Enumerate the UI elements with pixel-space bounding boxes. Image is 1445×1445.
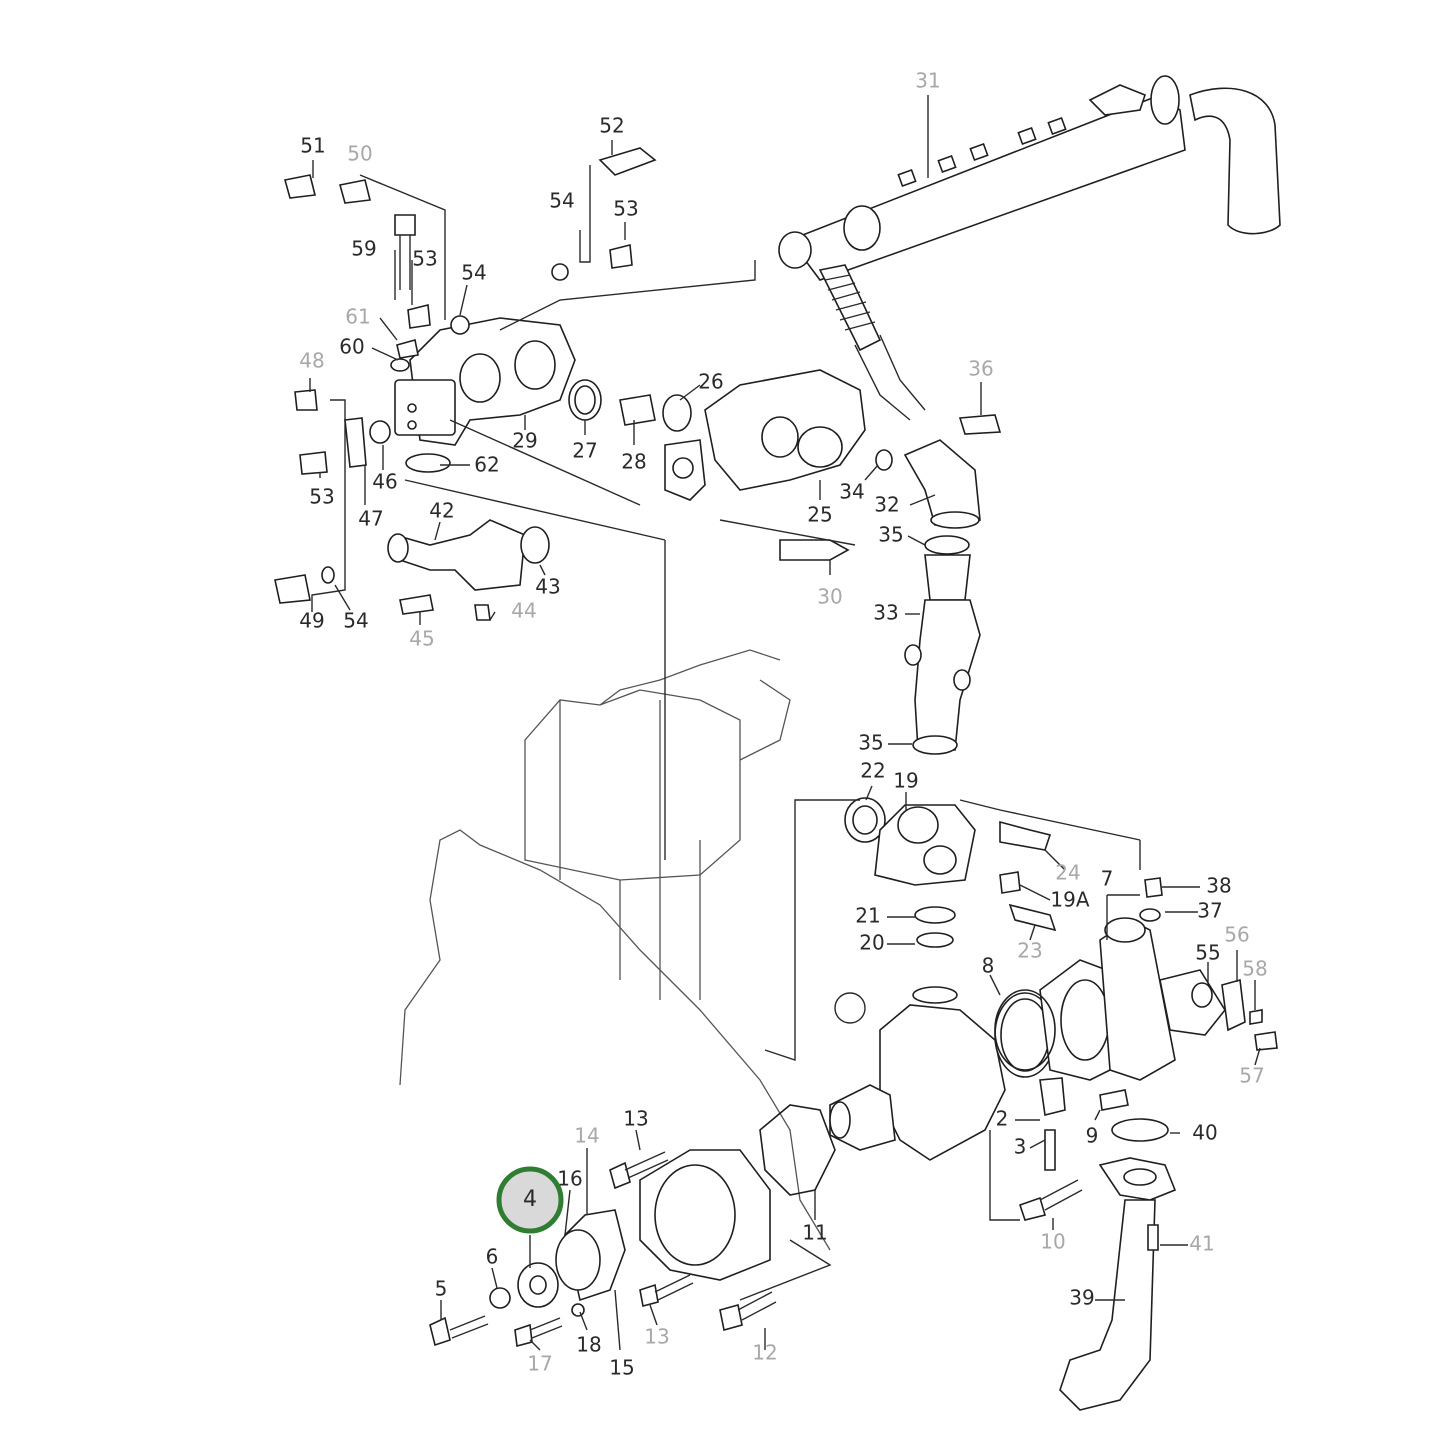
upper-seals bbox=[405, 379, 893, 473]
callout-label-13a: 13 bbox=[623, 1107, 648, 1131]
callout-label-7: 7 bbox=[1101, 867, 1114, 891]
callout-label-44: 44 bbox=[511, 599, 536, 623]
callout-label-31: 31 bbox=[915, 69, 940, 93]
callout-label-54c: 54 bbox=[343, 609, 368, 633]
callout-label-23: 23 bbox=[1017, 939, 1042, 963]
callout-label-48: 48 bbox=[299, 349, 324, 373]
callout-label-53a: 53 bbox=[613, 197, 638, 221]
callout-label-18: 18 bbox=[576, 1333, 601, 1357]
coolant-pipe-33 bbox=[904, 535, 981, 755]
callout-label-10: 10 bbox=[1040, 1230, 1065, 1254]
highlight-number: 4 bbox=[523, 1187, 537, 1212]
callout-label-33: 33 bbox=[873, 601, 898, 625]
callout-label-14: 14 bbox=[574, 1124, 599, 1148]
callout-label-17: 17 bbox=[527, 1352, 552, 1376]
callout-label-29: 29 bbox=[512, 429, 537, 453]
callout-label-38: 38 bbox=[1206, 874, 1231, 898]
callout-label-47: 47 bbox=[358, 507, 383, 531]
callout-label-30: 30 bbox=[817, 585, 842, 609]
callout-label-35a: 35 bbox=[878, 523, 903, 547]
callout-label-26: 26 bbox=[698, 370, 723, 394]
callout-label-25: 25 bbox=[807, 503, 832, 527]
callout-label-46: 46 bbox=[372, 470, 397, 494]
callout-label-19: 19 bbox=[893, 769, 918, 793]
callout-label-36: 36 bbox=[968, 357, 993, 381]
callout-label-53b: 53 bbox=[412, 247, 437, 271]
callout-label-34: 34 bbox=[839, 480, 864, 504]
callout-label-16: 16 bbox=[557, 1167, 582, 1191]
callout-label-9: 9 bbox=[1086, 1124, 1099, 1148]
water-pump-body bbox=[829, 917, 1176, 1171]
callout-label-2: 2 bbox=[996, 1107, 1009, 1131]
callout-label-20: 20 bbox=[859, 931, 884, 955]
callout-label-15: 15 bbox=[609, 1356, 634, 1380]
engine-block-outline bbox=[399, 649, 831, 1251]
thermostat-housing-right bbox=[664, 369, 866, 501]
leader-lines bbox=[309, 95, 1261, 1351]
gasket-11 bbox=[759, 1104, 836, 1196]
callout-label-21: 21 bbox=[855, 904, 880, 928]
manifold-rail bbox=[778, 75, 1281, 281]
callout-label-53c: 53 bbox=[309, 485, 334, 509]
callout-label-41: 41 bbox=[1189, 1232, 1214, 1256]
callout-label-13b: 13 bbox=[644, 1325, 669, 1349]
callout-label-12: 12 bbox=[752, 1341, 777, 1365]
callout-label-55: 55 bbox=[1195, 941, 1220, 965]
callout-label-27: 27 bbox=[572, 439, 597, 463]
highlight-ring bbox=[496, 1166, 564, 1234]
callout-label-28: 28 bbox=[621, 450, 646, 474]
callout-label-5: 5 bbox=[435, 1277, 448, 1301]
callout-label-6: 6 bbox=[486, 1245, 499, 1269]
pump-cover-side bbox=[1139, 877, 1278, 1051]
pump-cover-lower bbox=[429, 1149, 1083, 1348]
callout-label-3: 3 bbox=[1014, 1135, 1027, 1159]
callout-label-40: 40 bbox=[1192, 1121, 1217, 1145]
callout-label-60: 60 bbox=[339, 335, 364, 359]
callout-label-35b: 35 bbox=[858, 731, 883, 755]
callout-label-54b: 54 bbox=[461, 261, 486, 285]
callout-label-54a: 54 bbox=[549, 189, 574, 213]
callout-label-11: 11 bbox=[802, 1221, 827, 1245]
callout-label-52: 52 bbox=[599, 114, 624, 138]
reference-circle-1 bbox=[834, 992, 866, 1024]
callout-label-8: 8 bbox=[982, 954, 995, 978]
callout-label-51: 51 bbox=[300, 134, 325, 158]
pipe-42 bbox=[387, 519, 550, 621]
thermostat-cover-19 bbox=[844, 797, 1057, 948]
o-ring-8 bbox=[994, 989, 1056, 1071]
callout-label-19A: 19A bbox=[1050, 888, 1089, 912]
upper-bolts bbox=[274, 147, 1002, 604]
callout-label-61: 61 bbox=[345, 305, 370, 329]
callout-label-42: 42 bbox=[429, 499, 454, 523]
callout-label-49: 49 bbox=[299, 609, 324, 633]
callout-label-24: 24 bbox=[1055, 861, 1080, 885]
thermostat-housing-left bbox=[394, 317, 576, 446]
callout-label-57: 57 bbox=[1239, 1064, 1264, 1088]
callout-label-50: 50 bbox=[347, 142, 372, 166]
outlet-pipe-39 bbox=[1059, 1118, 1177, 1411]
callout-label-43: 43 bbox=[535, 575, 560, 599]
callout-label-45: 45 bbox=[409, 627, 434, 651]
callout-label-58: 58 bbox=[1242, 957, 1267, 981]
callout-label-39: 39 bbox=[1069, 1286, 1094, 1310]
callout-label-56: 56 bbox=[1224, 923, 1249, 947]
callout-label-37: 37 bbox=[1197, 899, 1222, 923]
highlight-marker[interactable] bbox=[496, 1166, 564, 1234]
callout-label-59: 59 bbox=[351, 237, 376, 261]
elbow-fitting bbox=[903, 439, 981, 529]
flex-hose bbox=[818, 264, 926, 421]
callout-label-62: 62 bbox=[474, 453, 499, 477]
callout-label-32: 32 bbox=[874, 493, 899, 517]
callout-label-22: 22 bbox=[860, 759, 885, 783]
